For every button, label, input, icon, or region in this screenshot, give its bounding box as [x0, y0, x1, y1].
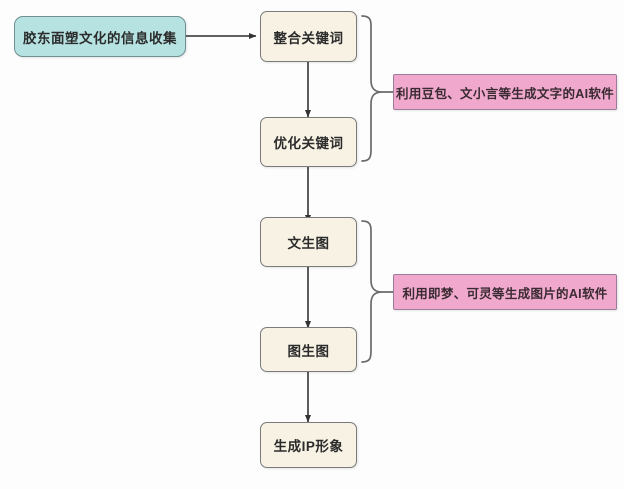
node-label: 生成IP形象 [273, 439, 344, 454]
node-step2-optimize-keywords[interactable]: 优化关键词 [260, 117, 357, 167]
node-start-info-collection[interactable]: 胶东面塑文化的信息收集 [14, 16, 186, 57]
node-step1-integrate-keywords[interactable]: 整合关键词 [260, 11, 357, 62]
brace-group-image-ai [361, 220, 381, 363]
node-label: 优化关键词 [273, 136, 344, 151]
annotation-label: 利用豆包、文小言等生成文字的AI软件 [396, 86, 614, 101]
node-result-generate-ip-image[interactable]: 生成IP形象 [260, 422, 357, 468]
node-label: 图生图 [287, 343, 330, 359]
annotation-label: 利用即梦、可灵等生成图片的AI软件 [402, 286, 608, 301]
annotation-image-generation-ai[interactable]: 利用即梦、可灵等生成图片的AI软件 [393, 274, 617, 310]
annotation-text-generation-ai[interactable]: 利用豆包、文小言等生成文字的AI软件 [393, 74, 617, 110]
brace-group-text-ai [361, 15, 381, 162]
node-step4-image-to-image[interactable]: 图生图 [260, 327, 357, 372]
node-label: 胶东面塑文化的信息收集 [23, 30, 177, 46]
node-label: 整合关键词 [273, 30, 344, 46]
node-step3-text-to-image[interactable]: 文生图 [260, 217, 357, 267]
node-label: 文生图 [287, 236, 330, 251]
